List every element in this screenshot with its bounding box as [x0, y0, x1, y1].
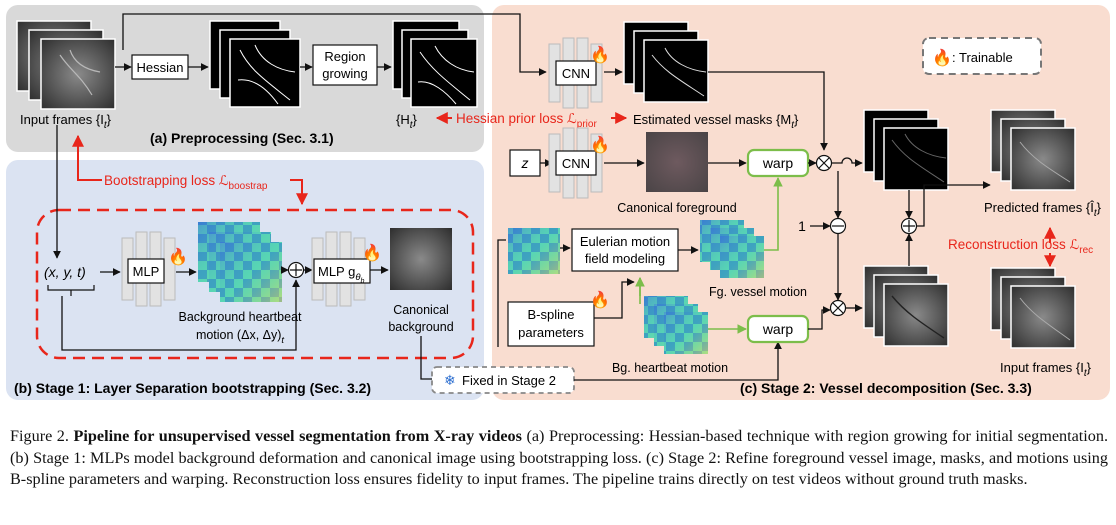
- caption-title: Pipeline for unsupervised vessel segment…: [73, 427, 522, 445]
- region-label-1: Region: [324, 49, 365, 64]
- fg-vessel-motion-stack: [700, 220, 764, 278]
- panel-c-title: (c) Stage 2: Vessel decomposition (Sec. …: [740, 380, 1032, 396]
- reconstruction-loss: Reconstruction loss ℒrec: [948, 237, 1093, 256]
- input-frames-label-2: Input frames {It}: [1000, 360, 1092, 379]
- stage1-dashed-box: [35, 208, 475, 360]
- mlp2-label: MLP gθb: [318, 264, 365, 285]
- estimated-masks-stack: [623, 21, 709, 103]
- snowflake-icon: ❄: [444, 372, 456, 388]
- flame-icon: 🔥: [590, 45, 610, 64]
- cnn2-block: CNN 🔥: [548, 127, 610, 199]
- cnn2-label: CNN: [562, 156, 590, 171]
- eulerian-label-2: field modeling: [585, 251, 665, 266]
- canonical-bg-label-1: Canonical: [393, 303, 449, 317]
- bg-heartbeat-motion-stack: [644, 296, 708, 354]
- cnn1-label: CNN: [562, 66, 590, 81]
- canonical-bg-label-2: background: [388, 320, 453, 334]
- estimated-masks-label: Estimated vessel masks {Mt}: [633, 112, 799, 131]
- flame-icon: 🔥: [168, 247, 188, 266]
- cnn1-block: CNN 🔥: [548, 37, 610, 109]
- z-box: [509, 149, 541, 177]
- hessian-output-stack: [209, 20, 301, 108]
- bg-motion-label-2: motion (Δx, Δy)t: [196, 328, 284, 346]
- flame-icon: 🔥: [932, 48, 952, 67]
- bspline-box: [507, 301, 595, 347]
- input-frames-stack-2: [990, 267, 1076, 349]
- bspline-label-1: B-spline: [528, 307, 575, 322]
- input-frames-label: Input frames {It}: [20, 112, 112, 131]
- one-label: 1: [798, 218, 806, 234]
- trainable-legend: [922, 37, 1042, 75]
- panel-a-title: (a) Preprocessing (Sec. 3.1): [150, 130, 334, 146]
- bg-output-stack: [863, 265, 949, 347]
- region-label-2: growing: [322, 66, 368, 81]
- H-label: {Ht}: [396, 112, 418, 131]
- canonical-background-image: [390, 228, 452, 290]
- predicted-frames-stack: [990, 109, 1076, 191]
- bg-motion-label-1: Background heartbeat: [178, 310, 302, 324]
- input-frames-stack: [16, 20, 116, 110]
- coords-label: (x, y, t): [44, 264, 86, 280]
- predicted-frames-label: Predicted frames {Ît}: [984, 200, 1102, 219]
- hessian-box: [131, 54, 189, 80]
- bg-motion-stack: [198, 222, 282, 302]
- eulerian-box: [571, 228, 679, 272]
- fg-vessel-output-stack: [863, 109, 949, 191]
- eulerian-label-1: Eulerian motion: [580, 234, 670, 249]
- pipeline-diagram: Input frames {It} Hessian Region growing…: [6, 5, 1110, 400]
- flame-icon: 🔥: [590, 290, 610, 309]
- panel-b-title: (b) Stage 1: Layer Separation bootstrapp…: [14, 380, 371, 396]
- bspline-label-2: parameters: [518, 325, 584, 340]
- warp1-label: warp: [762, 155, 794, 171]
- hessian-label: Hessian: [137, 60, 184, 75]
- fg-motion-label: Fg. vessel motion: [709, 285, 807, 299]
- canonical-fg-label: Canonical foreground: [617, 201, 737, 215]
- hessian-prior-stack: [392, 20, 478, 108]
- warp2-label: warp: [762, 321, 794, 337]
- fixed-label: Fixed in Stage 2: [462, 373, 556, 388]
- flame-icon: 🔥: [362, 243, 382, 262]
- mlp1-label: MLP: [133, 264, 160, 279]
- caption-label: Figure 2.: [10, 427, 69, 445]
- trainable-label: : Trainable: [952, 50, 1013, 65]
- mlp1-block: MLP 🔥: [121, 231, 188, 307]
- z-label: z: [521, 155, 529, 171]
- figure-caption: Figure 2. Pipeline for unsupervised vess…: [10, 426, 1108, 491]
- hessian-prior-loss: Hessian prior loss ℒprior: [456, 111, 597, 130]
- bootstrapping-loss: Bootstrapping loss ℒboostrap: [104, 173, 268, 192]
- flame-icon: 🔥: [590, 135, 610, 154]
- mlp2-block: MLP gθb 🔥: [311, 231, 382, 307]
- bg-heartbeat-label: Bg. heartbeat motion: [612, 361, 728, 375]
- caption-body: (a) Preprocessing: Hessian-based techniq…: [10, 427, 1109, 488]
- region-growing-box: [312, 44, 378, 86]
- canonical-foreground-image: [646, 132, 708, 192]
